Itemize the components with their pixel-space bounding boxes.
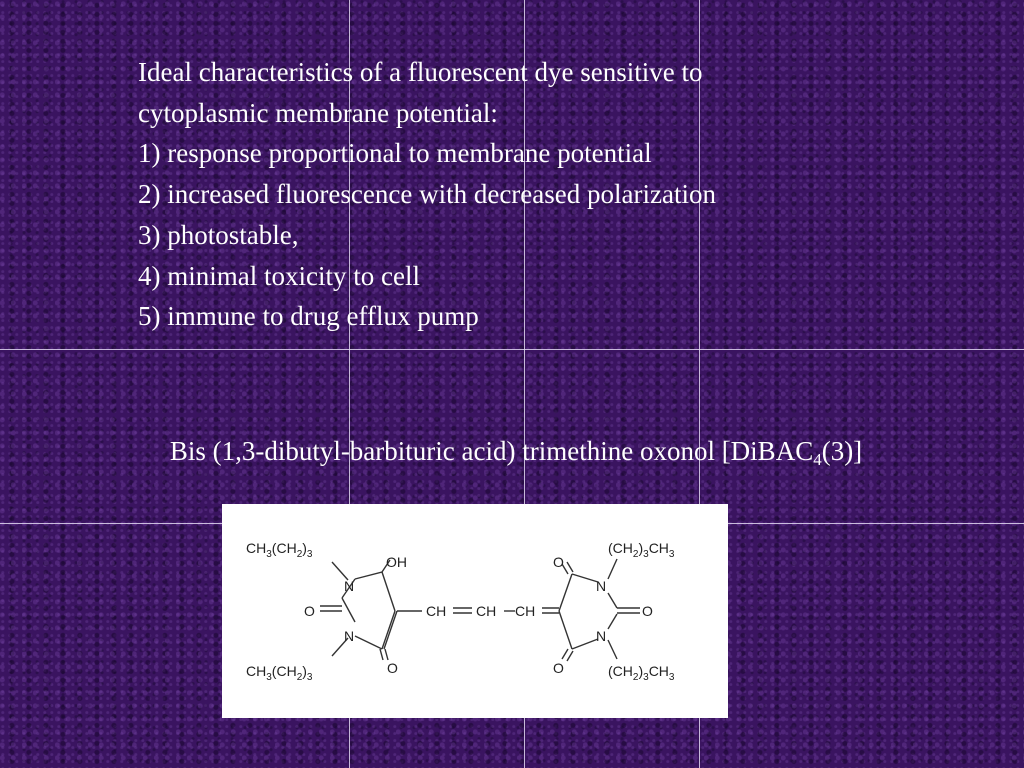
oxygen-label: O [642,603,653,619]
bridge-bonds [453,607,559,614]
oxygen-label: O [387,660,398,676]
caption-end: (3)] [821,436,863,466]
list-item: 3) photostable, [138,219,299,250]
oxygen-label: O [304,603,315,619]
heading-line-1: Ideal characteristics of a fluorescent d… [138,57,703,87]
grid-line-vertical [349,0,350,768]
nitrogen-label: N [596,578,606,594]
oxygen-label: O [553,660,564,676]
compound-caption: Bis (1,3-dibutyl-barbituric acid) trimet… [0,436,1024,470]
grid-line-horizontal [0,349,1024,350]
characteristics-text: Ideal characteristics of a fluorescent d… [138,52,938,337]
left-ring-bonds [320,559,422,661]
hydroxyl-label: OH [386,554,407,570]
caption-subscript: 4 [813,450,822,469]
butyl-label-top-left: CH3(CH2)3 [246,540,313,560]
bridge-ch-label: CH [515,603,535,619]
oxygen-label: O [553,554,564,570]
right-ring-bonds [558,558,640,662]
list-item: 2) increased fluorescence with decreased… [138,179,716,210]
bridge-ch-label: CH [426,603,446,619]
chemical-structure: CH3(CH2)3 CH3(CH2)3 (CH2)3CH3 (CH2)3CH3 … [222,504,728,718]
list-item: 1) response proportional to membrane pot… [138,138,652,169]
butyl-label-bottom-left: CH3(CH2)3 [246,663,313,683]
grid-line-vertical [699,0,700,768]
grid-line-vertical [524,0,525,768]
nitrogen-label: N [344,578,354,594]
nitrogen-label: N [344,628,354,644]
list-item: 4) minimal toxicity to cell [138,260,420,291]
butyl-label-bottom-right: (CH2)3CH3 [608,663,675,683]
structure-labels: CH3(CH2)3 CH3(CH2)3 (CH2)3CH3 (CH2)3CH3 … [246,540,675,683]
list-item: 5) immune to drug efflux pump [138,301,479,332]
heading-line-2: cytoplasmic membrane potential: [138,97,498,128]
caption-main: Bis (1,3-dibutyl-barbituric acid) trimet… [169,436,814,466]
bridge-ch-label: CH [476,603,496,619]
nitrogen-label: N [596,628,606,644]
butyl-label-top-right: (CH2)3CH3 [608,540,675,560]
structure-diagram: CH3(CH2)3 CH3(CH2)3 (CH2)3CH3 (CH2)3CH3 … [246,540,675,683]
